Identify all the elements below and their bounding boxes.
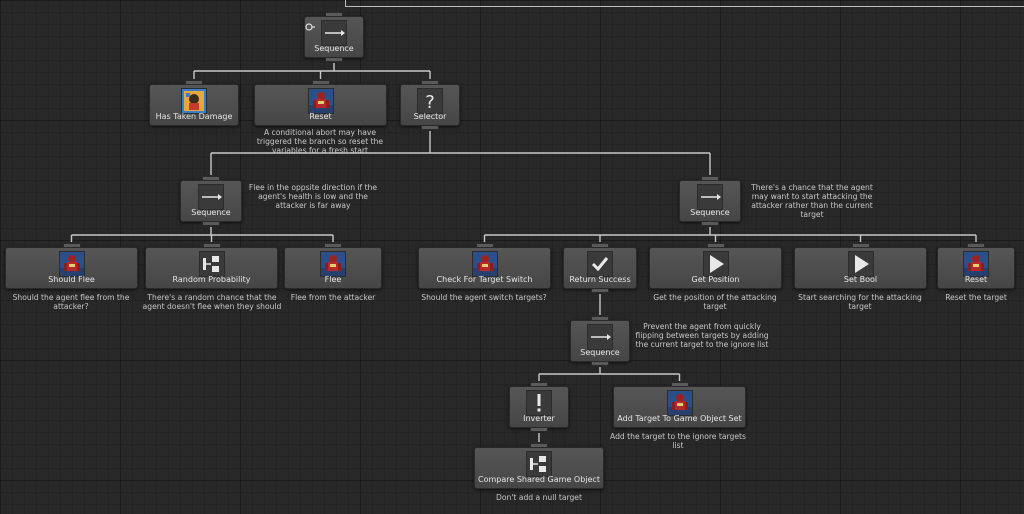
play-icon: [847, 251, 874, 277]
node-reset-1[interactable]: Reset: [254, 80, 387, 126]
input-port[interactable]: [591, 243, 609, 248]
input-port[interactable]: [530, 382, 548, 387]
output-port[interactable]: [421, 125, 439, 130]
input-port[interactable]: [670, 382, 689, 387]
node-should-flee[interactable]: Should Flee: [5, 243, 138, 289]
node-comment: Prevent the agent from quickly flipping …: [635, 322, 769, 349]
damage-task-icon: [181, 88, 207, 114]
node-comment: Flee in the oppsite direction if the age…: [248, 183, 378, 210]
node-comment: Get the position of the attacking target: [653, 293, 777, 311]
node-comment: A conditional abort may have triggered t…: [256, 128, 384, 155]
node-title: Sequence: [690, 208, 730, 217]
robot-task-icon: [471, 251, 498, 277]
root-connection: [345, 0, 1024, 7]
node-title: Sequence: [314, 44, 354, 53]
svg-text:?: ?: [425, 92, 435, 113]
input-port[interactable]: [530, 443, 548, 448]
input-port[interactable]: [325, 12, 343, 17]
node-comment: Should the agent flee from the attacker?: [12, 293, 130, 311]
node-title: Reset: [964, 275, 988, 284]
node-title: Should Flee: [48, 275, 95, 284]
input-port[interactable]: [185, 80, 203, 85]
node-comment: Flee from the attacker: [290, 293, 376, 302]
robot-task-icon: [58, 251, 85, 277]
output-port[interactable]: [202, 221, 220, 226]
robot-task-icon: [666, 390, 693, 416]
input-port[interactable]: [475, 243, 494, 248]
node-comment: Should the agent switch targets?: [421, 293, 547, 302]
node-flee[interactable]: Flee: [284, 243, 382, 289]
checkmark-icon: [587, 251, 613, 277]
branch-icon: [198, 251, 225, 277]
input-port[interactable]: [701, 176, 719, 181]
node-sequence-flee[interactable]: Sequence: [180, 176, 242, 226]
node-compare-shared[interactable]: Compare Shared Game Object: [474, 443, 604, 489]
node-check-target-switch[interactable]: Check For Target Switch: [418, 243, 551, 289]
node-title: Random Probability: [172, 275, 251, 284]
sequence-arrow-icon: [697, 184, 723, 210]
node-add-target-set[interactable]: Add Target To Game Object Set: [613, 382, 746, 428]
node-title: Inverter: [523, 414, 555, 423]
input-port[interactable]: [706, 243, 725, 248]
input-port[interactable]: [311, 80, 330, 85]
node-random-probability[interactable]: Random Probability: [145, 243, 278, 289]
sequence-arrow-icon: [587, 324, 613, 350]
node-reset-2[interactable]: Reset: [937, 243, 1015, 289]
node-title: Flee: [324, 275, 342, 284]
branch-icon: [526, 451, 552, 477]
node-comment: Don't add a null target: [496, 493, 582, 502]
node-comment: There's a random chance that the agent d…: [142, 293, 282, 311]
node-return-success[interactable]: Return Success: [563, 243, 637, 293]
output-port[interactable]: [591, 361, 609, 366]
input-port[interactable]: [967, 243, 985, 248]
input-port[interactable]: [62, 243, 81, 248]
node-title: Has Taken Damage: [155, 112, 233, 121]
node-set-bool[interactable]: Set Bool: [794, 243, 927, 289]
output-port[interactable]: [325, 57, 343, 62]
node-title: Get Position: [691, 275, 740, 284]
node-title: Check For Target Switch: [436, 275, 533, 284]
input-port[interactable]: [421, 80, 439, 85]
sequence-arrow-icon: [198, 184, 224, 210]
node-comment: Start searching for the attacking target: [798, 293, 922, 311]
conditional-abort-icon: [305, 17, 315, 36]
output-port[interactable]: [591, 288, 609, 293]
output-port[interactable]: [701, 221, 719, 226]
input-port[interactable]: [202, 176, 220, 181]
input-port[interactable]: [202, 243, 221, 248]
input-port[interactable]: [591, 316, 609, 321]
node-title: Compare Shared Game Object: [478, 475, 600, 484]
node-title: Return Success: [569, 275, 631, 284]
node-title: Selector: [413, 112, 447, 121]
question-mark-icon: ?: [417, 88, 443, 114]
input-port[interactable]: [324, 243, 342, 248]
robot-task-icon: [307, 88, 334, 114]
output-port[interactable]: [530, 427, 548, 432]
node-get-position[interactable]: Get Position: [649, 243, 782, 289]
node-has-taken-damage[interactable]: Has Taken Damage: [149, 80, 239, 126]
node-comment: Reset the target: [945, 293, 1007, 302]
node-title: Add Target To Game Object Set: [617, 414, 742, 423]
node-title: Sequence: [580, 348, 620, 357]
node-title: Set Bool: [843, 275, 878, 284]
node-sequence-switch[interactable]: Sequence: [679, 176, 741, 226]
node-comment: There's a chance that the agent may want…: [751, 183, 873, 219]
robot-task-icon: [320, 251, 346, 277]
node-selector[interactable]: ?Selector: [400, 80, 460, 130]
node-title: Sequence: [191, 208, 231, 217]
exclamation-icon: [526, 390, 552, 416]
node-inverter[interactable]: Inverter: [509, 382, 569, 432]
play-icon: [702, 251, 729, 277]
node-comment: Add the target to the ignore targets lis…: [610, 432, 746, 450]
node-sequence-root[interactable]: Sequence: [304, 12, 364, 62]
node-title: Reset: [309, 112, 332, 121]
input-port[interactable]: [851, 243, 870, 248]
node-sequence-ignore[interactable]: Sequence: [570, 316, 630, 366]
sequence-arrow-icon: [321, 20, 347, 46]
robot-task-icon: [963, 251, 989, 277]
